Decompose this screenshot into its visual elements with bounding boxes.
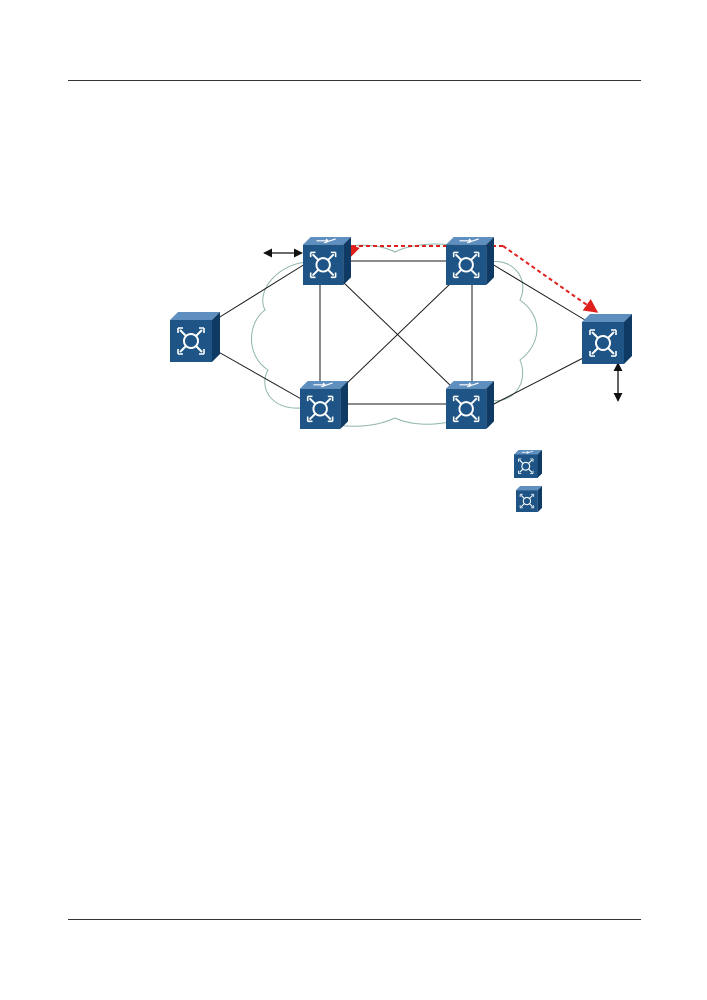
link-p-top-ce-right xyxy=(491,263,586,321)
pe-top-left-device xyxy=(303,237,351,285)
header-rule xyxy=(68,80,641,81)
link-p-top-pe-bottom xyxy=(342,281,453,388)
p-bottom-right-device xyxy=(446,381,494,429)
link-p-bottom-ce-right xyxy=(491,356,586,406)
links xyxy=(214,260,586,406)
router-icon xyxy=(446,381,494,429)
legend-switch xyxy=(516,486,542,512)
switch-icon xyxy=(582,314,632,364)
switch-icon xyxy=(170,312,220,362)
router-icon xyxy=(300,381,348,429)
router-icon xyxy=(446,237,494,285)
router-icon xyxy=(303,237,351,285)
legend-router xyxy=(514,450,542,478)
link-ce-left-pe-bottom xyxy=(214,349,304,401)
network-cloud xyxy=(251,243,538,427)
pe-bottom-left-device xyxy=(300,381,348,429)
traffic-path-segment xyxy=(502,245,599,313)
router-icon xyxy=(514,450,542,478)
link-ce-left-pe-top xyxy=(214,263,306,321)
footer-rule xyxy=(68,919,641,920)
p-top-right-device xyxy=(446,237,494,285)
ce-right-device xyxy=(582,314,632,364)
ce-left-device xyxy=(170,312,220,362)
switch-icon xyxy=(516,486,542,512)
